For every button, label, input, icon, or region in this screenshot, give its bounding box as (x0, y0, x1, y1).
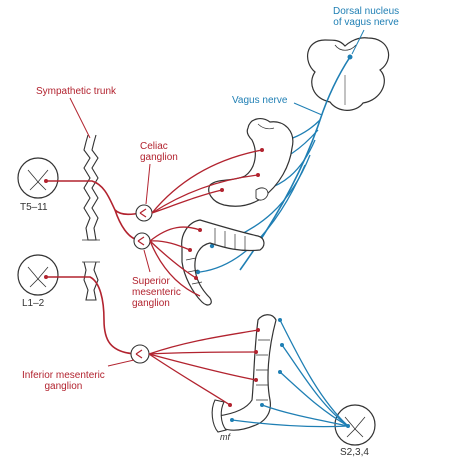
inferior-mesenteric-label-pointer (107, 359, 135, 367)
preganglionic-to-celiac (46, 180, 141, 216)
dorsal-nucleus-label: Dorsal nucleus of vagus nerve (333, 6, 400, 28)
celiac-label-pointer (145, 163, 151, 205)
sympathetic-trunk-pointer (69, 97, 91, 139)
brainstem-medulla (307, 37, 390, 111)
inferior-mesenteric-ganglion-label: Inferior mesenteric ganglion (22, 370, 105, 392)
celiac-ganglion-label: Celiac ganglion (140, 141, 178, 163)
superior-mesenteric-label-pointer (143, 249, 151, 273)
l1-2-label: L1–2 (22, 298, 45, 309)
spinal-cord-l1-2 (17, 254, 59, 296)
vagus-nerve-label: Vagus nerve (232, 95, 288, 106)
artist-initials: mf (220, 432, 230, 442)
superior-mesenteric-ganglion (133, 232, 151, 250)
sympathetic-trunk-label: Sympathetic trunk (36, 86, 117, 97)
vagus-trunk (239, 56, 351, 271)
inferior-mesenteric-ganglion (130, 344, 150, 364)
s2-3-4-label: S2,3,4 (340, 447, 369, 458)
superior-mesenteric-ganglion-label: Superior mesenteric ganglion (132, 276, 181, 309)
celiac-ganglion (135, 204, 153, 222)
colon (181, 219, 277, 433)
spinal-cord-t5-11 (17, 157, 59, 199)
sympathetic-trunk-chain (82, 134, 100, 301)
t5-11-label: T5–11 (20, 202, 48, 213)
spinal-cord-s2-3-4 (334, 404, 376, 446)
vagus-label-pointer (293, 102, 323, 116)
dorsal-nucleus-pointer (351, 29, 365, 55)
preganglionic-to-inferior-mesenteric (46, 276, 136, 355)
